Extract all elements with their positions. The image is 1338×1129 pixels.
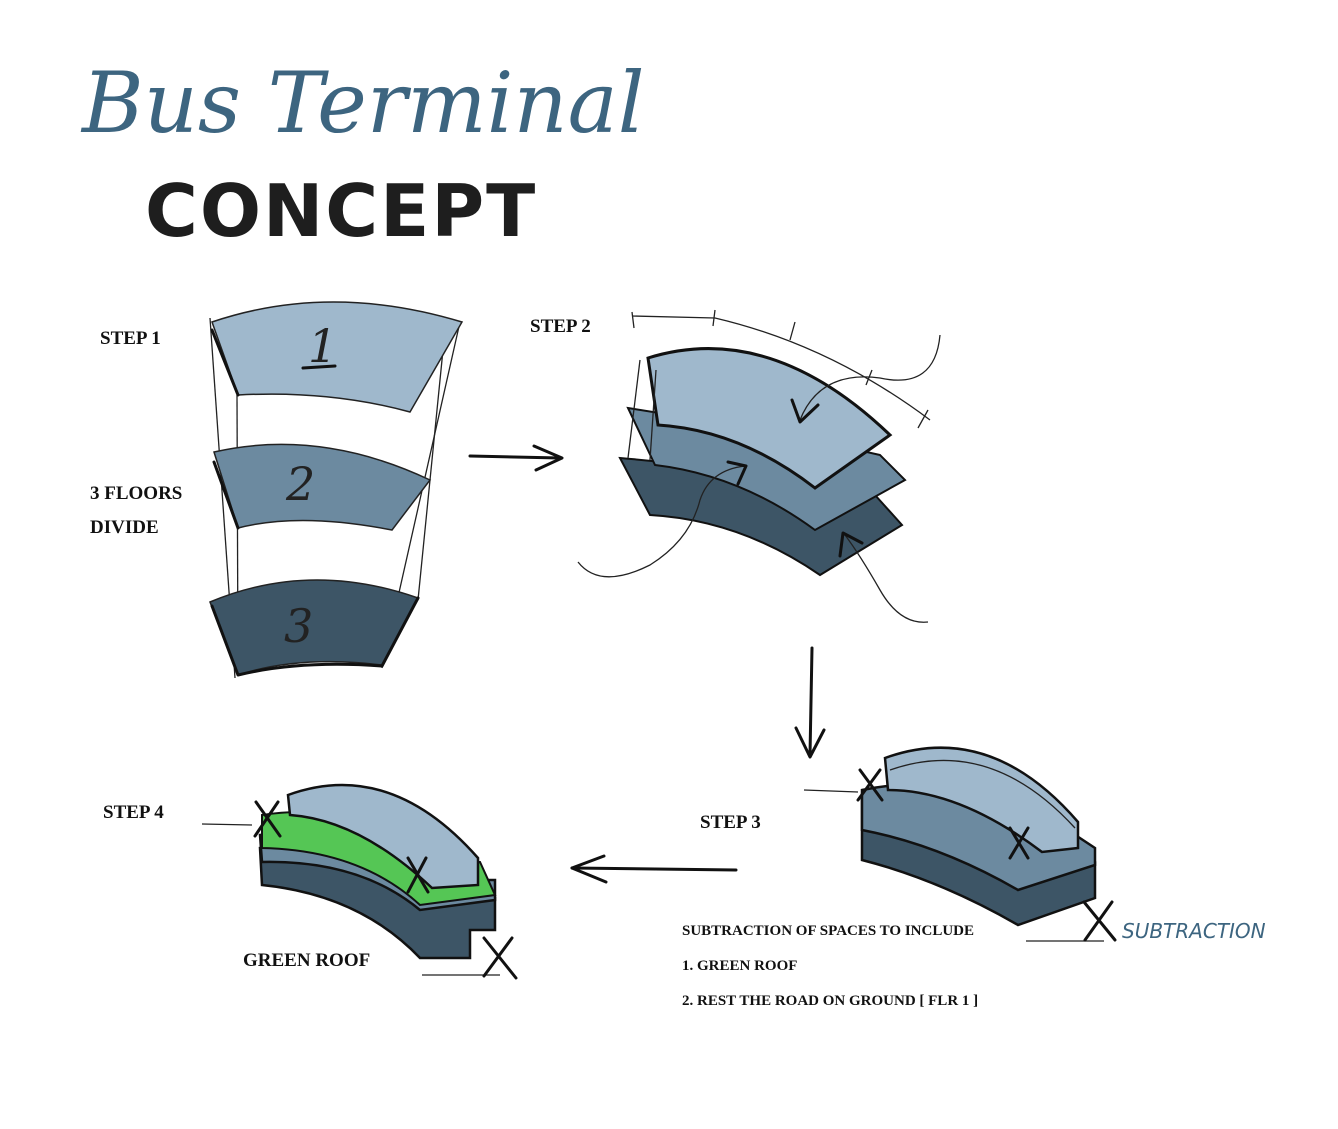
- step2-massing: [577, 309, 941, 623]
- arrow-left-icon: [570, 854, 738, 884]
- floor-1-slab: [211, 301, 464, 413]
- step1-floor-stack: 1 2 3: [209, 301, 464, 679]
- floor-1-number: 1: [308, 319, 337, 373]
- arrow-right-icon: [468, 444, 564, 472]
- cross-mark-icon: [253, 800, 518, 980]
- step3-note-1: SUBTRACTION OF SPACES TO INCLUDE: [682, 923, 974, 939]
- cross-mark-icon: [856, 768, 1117, 942]
- title-main: Bus Terminal: [80, 54, 645, 152]
- step3-massing: SUBTRACTION: [803, 746, 1266, 943]
- step1-label: STEP 1: [100, 328, 161, 349]
- floor-2-slab: [213, 443, 432, 531]
- step3-note-2: 1. GREEN ROOF: [682, 958, 797, 974]
- floor-2-number: 2: [285, 457, 315, 511]
- step4-massing: [201, 783, 518, 980]
- subtraction-annotation: SUBTRACTION: [1122, 919, 1266, 943]
- step3-note-3: 2. REST THE ROAD ON GROUND [ FLR 1 ]: [682, 993, 978, 1009]
- floor-3-number: 3: [284, 599, 313, 653]
- step3-label: STEP 3: [700, 812, 761, 833]
- step4-caption: GREEN ROOF: [243, 950, 370, 971]
- step1-note-line2: DIVIDE: [90, 517, 159, 538]
- step2-label: STEP 2: [530, 316, 591, 337]
- title-sub: CONCEPT: [145, 169, 537, 253]
- arrow-down-icon: [794, 646, 826, 759]
- step1-note-line1: 3 FLOORS: [90, 483, 182, 504]
- step4-label: STEP 4: [103, 802, 164, 823]
- floor-3-slab: [209, 579, 420, 676]
